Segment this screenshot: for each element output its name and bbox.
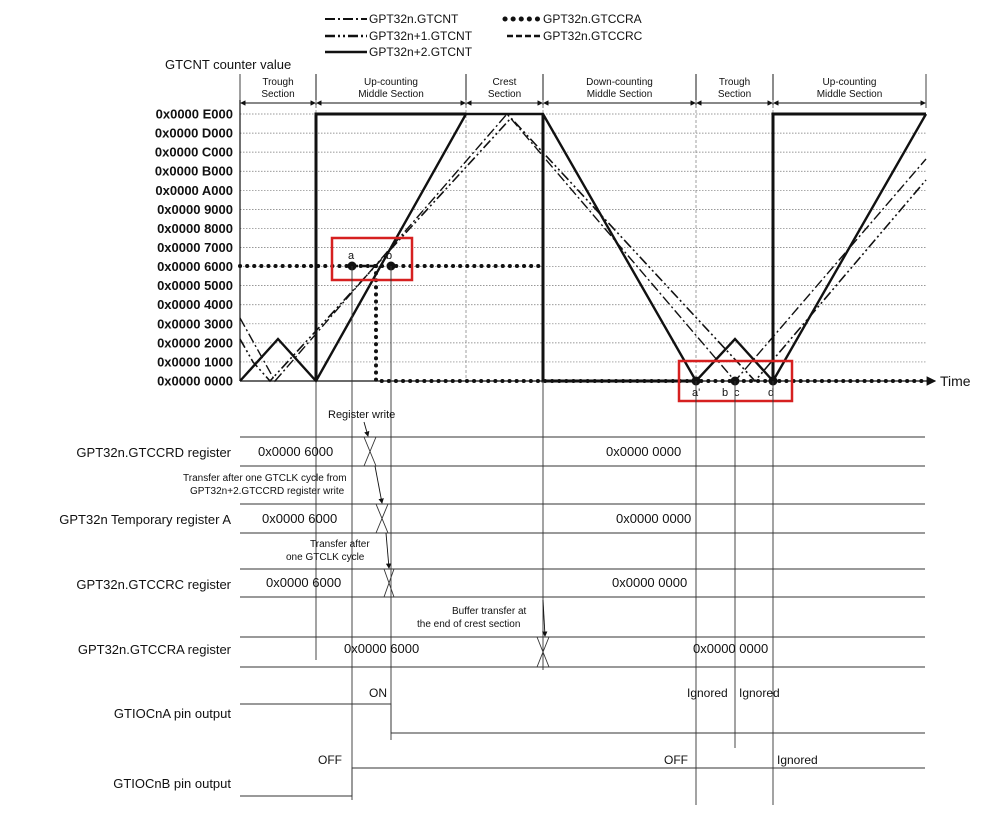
pin-state-ignored: Ignored xyxy=(687,686,728,700)
register-value-before: 0x0000 6000 xyxy=(262,511,337,526)
register-label: GPT32n.GTCCRC register xyxy=(76,577,231,592)
highlight-box-abcd xyxy=(677,359,794,403)
timing-guides xyxy=(315,266,774,805)
annotation-transfer-2: Transfer after xyxy=(310,539,370,550)
pin-label: GTIOCnA pin output xyxy=(114,706,231,721)
register-value-before: 0x0000 6000 xyxy=(258,444,333,459)
section-label: Down-counting xyxy=(586,77,653,88)
y-tick-label: 0x0000 5000 xyxy=(157,278,233,293)
y-axis-labels: 0x0000 0000 0x0000 1000 0x0000 2000 0x0000 … xyxy=(155,107,233,389)
legend-item-gtcnt1: GPT32n+1.GTCNT xyxy=(325,29,473,43)
y-tick-label: 0x0000 4000 xyxy=(157,297,233,312)
legend-label: GPT32n+1.GTCNT xyxy=(369,29,473,43)
legend-label: GPT32n.GTCCRC xyxy=(543,29,643,43)
point-label-c-prime: c xyxy=(734,387,740,399)
gtcnt1-waveform xyxy=(239,116,927,383)
y-tick-label: 0x0000 0000 xyxy=(157,374,233,389)
section-label: Trough xyxy=(719,77,750,88)
legend-label: GPT32n.GTCCRA xyxy=(543,12,642,26)
highlight-box-ab xyxy=(330,236,414,282)
pin-state-off: OFF xyxy=(664,753,688,767)
annotation-buffer-2: the end of crest section xyxy=(417,619,520,630)
legend-item-gtcnt: GPT32n.GTCNT xyxy=(325,12,459,26)
ccra-waveform-2 xyxy=(374,264,932,383)
pin-state-ignored: Ignored xyxy=(739,686,780,700)
annotation-transfer-2b: one GTCLK cycle xyxy=(286,552,365,563)
annotation-transfer-1: Transfer after one GTCLK cycle from xyxy=(183,473,347,484)
legend-label: GPT32n+2.GTCNT xyxy=(369,45,473,59)
time-label: Time xyxy=(940,373,971,389)
y-tick-label: 0x0000 3000 xyxy=(157,316,233,331)
y-tick-label: 0x0000 B000 xyxy=(155,164,233,179)
legend-item-gtcnt2: GPT32n+2.GTCNT xyxy=(325,45,473,59)
pin-state-off: OFF xyxy=(318,753,342,767)
pin-row-gtiocna: GTIOCnA pin output ON Ignored Ignored xyxy=(114,686,925,734)
section-label: Section xyxy=(261,89,294,100)
y-tick-label: 0x0000 1000 xyxy=(157,354,233,369)
y-tick-label: 0x0000 2000 xyxy=(157,335,233,350)
section-label: Middle Section xyxy=(817,89,883,100)
register-row-gtccra: GPT32n.GTCCRA register 0x0000 6000 0x000… xyxy=(78,636,925,668)
register-value-after: 0x0000 0000 xyxy=(693,641,768,656)
section-label: Middle Section xyxy=(358,89,424,100)
y-tick-label: 0x0000 C000 xyxy=(155,145,233,160)
annotation-register-write: Register write xyxy=(328,409,395,421)
legend: GPT32n.GTCNT GPT32n+1.GTCNT GPT32n+2.GTC… xyxy=(325,12,643,59)
y-tick-label: 0x0000 8000 xyxy=(157,221,233,236)
pin-state-ignored: Ignored xyxy=(777,753,818,767)
gtcnt2-square-waveform-3 xyxy=(771,112,926,381)
annotation-transfer-1b: GPT32n+2.GTCCRD register write xyxy=(190,486,345,497)
y-tick-label: 0x0000 6000 xyxy=(157,259,233,274)
legend-label: GPT32n.GTCNT xyxy=(369,12,459,26)
legend-item-ccrc: GPT32n.GTCCRC xyxy=(507,29,643,43)
point-label-b: b xyxy=(386,250,392,262)
section-label: Middle Section xyxy=(587,89,653,100)
y-tick-label: 0x0000 9000 xyxy=(157,202,233,217)
register-value-after: 0x0000 0000 xyxy=(606,444,681,459)
y-tick-label: 0x0000 A000 xyxy=(155,183,233,198)
register-label: GPT32n.GTCCRD register xyxy=(76,445,231,460)
register-value-after: 0x0000 0000 xyxy=(612,575,687,590)
section-label: Trough xyxy=(262,77,293,88)
register-value-before: 0x0000 6000 xyxy=(344,641,419,656)
legend-item-ccra: GPT32n.GTCCRA xyxy=(502,12,642,26)
register-label: GPT32n.GTCCRA register xyxy=(78,642,232,657)
point-label-a: a xyxy=(348,250,355,262)
gtcnt2-square-waveform xyxy=(314,112,466,381)
point-label-b-prime: b xyxy=(722,387,728,399)
pin-label: GTIOCnB pin output xyxy=(113,776,231,791)
register-value-before: 0x0000 6000 xyxy=(266,575,341,590)
y-tick-label: 0x0000 7000 xyxy=(157,240,233,255)
section-label: Up-counting xyxy=(364,77,418,88)
section-label: Crest xyxy=(493,77,517,88)
section-label: Section xyxy=(488,89,521,100)
y-tick-label: 0x0000 D000 xyxy=(155,126,233,141)
register-value-after: 0x0000 0000 xyxy=(616,511,691,526)
pin-row-gtiocnb: GTIOCnB pin output OFF OFF Ignored xyxy=(113,753,925,797)
pin-state-on: ON xyxy=(369,686,387,700)
point-label-d-prime: d xyxy=(768,387,774,399)
annotation-buffer-1: Buffer transfer at xyxy=(452,606,527,617)
y-tick-label: 0x0000 E000 xyxy=(156,107,233,122)
section-label: Section xyxy=(718,89,751,100)
register-row-gtccrc: GPT32n.GTCCRC register 0x0000 6000 0x000… xyxy=(76,568,925,598)
section-label: Up-counting xyxy=(823,77,877,88)
register-rows: GPT32n.GTCCRD register 0x0000 6000 0x000… xyxy=(59,436,925,668)
register-label: GPT32n Temporary register A xyxy=(59,512,231,527)
y-axis-title: GTCNT counter value xyxy=(165,57,291,72)
annotations: Register write Transfer after one GTCLK … xyxy=(183,409,548,637)
register-row-temp-a: GPT32n Temporary register A 0x0000 6000 … xyxy=(59,503,925,534)
register-row-gtccrd: GPT32n.GTCCRD register 0x0000 6000 0x000… xyxy=(76,436,925,467)
